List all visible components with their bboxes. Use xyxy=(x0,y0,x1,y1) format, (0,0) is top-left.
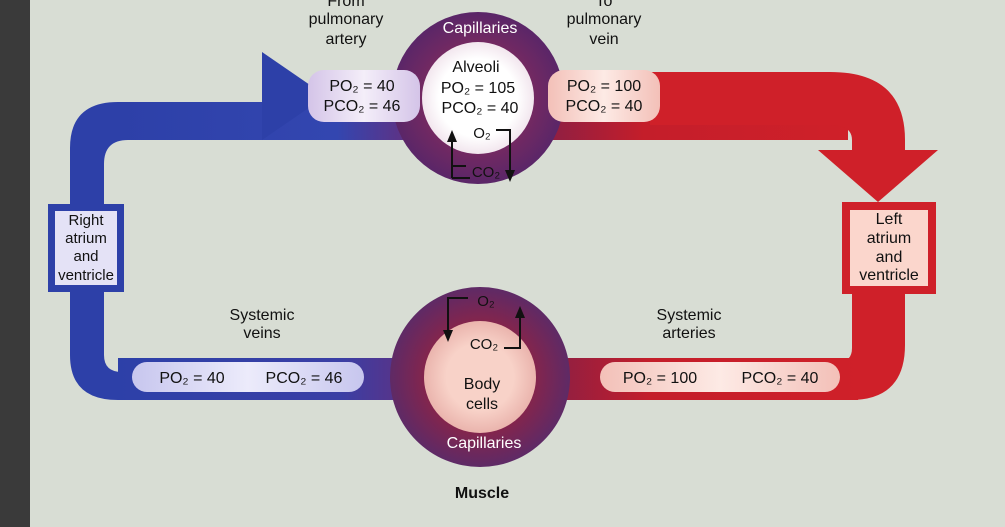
systemic-arteries-line2: arteries xyxy=(662,325,715,342)
body-co2-label: CO₂ xyxy=(470,336,499,353)
left-heart-line3: and xyxy=(876,249,903,266)
systemic-veins-line1: Systemic xyxy=(230,307,295,324)
lung-capillaries-label: Capillaries xyxy=(443,20,518,37)
alveoli-po2: PO₂ = 105 xyxy=(441,80,515,97)
pulmonary-vein-arrow xyxy=(650,72,938,202)
left-heart-line1: Left xyxy=(876,211,903,228)
pulmonary-vein-po2: PO₂ = 100 xyxy=(567,78,641,95)
tissue-label: Muscle xyxy=(455,485,509,502)
right-heart-line2: atrium xyxy=(65,230,107,247)
page-edge xyxy=(0,0,30,527)
left-heart-line2: atrium xyxy=(867,230,911,247)
systemic-arteries-pco2: PCO₂ = 40 xyxy=(742,370,819,387)
pulmonary-artery-po2: PO₂ = 40 xyxy=(329,78,394,95)
alveoli-pco2: PCO₂ = 40 xyxy=(442,100,519,117)
body-cells-line2: cells xyxy=(466,396,498,413)
to-label-line3: vein xyxy=(589,31,618,48)
left-heart-line4: ventricle xyxy=(859,267,919,284)
systemic-arteries-box xyxy=(600,362,840,392)
right-heart-line1: Right xyxy=(68,212,104,229)
pulmonary-vein-box xyxy=(548,70,660,122)
lung-co2-label: CO₂ xyxy=(472,164,501,181)
body-o2-in-arrowhead xyxy=(443,330,453,342)
systemic-veins-po2: PO₂ = 40 xyxy=(159,370,224,387)
to-label-line2: pulmonary xyxy=(567,11,642,28)
pulmonary-vein-pco2: PCO₂ = 40 xyxy=(566,98,643,115)
alveoli-cell xyxy=(422,42,534,154)
from-label-line2: pulmonary xyxy=(309,11,384,28)
pulmonary-artery-pco2: PCO₂ = 46 xyxy=(324,98,401,115)
body-capillaries-label: Capillaries xyxy=(447,435,522,452)
lung-co2-out-arrowhead xyxy=(505,170,515,182)
systemic-veins-line2: veins xyxy=(243,325,280,342)
lung-exchange-arrows xyxy=(451,129,511,179)
body-cells-line1: Body xyxy=(464,376,500,393)
lung-o2-label: O₂ xyxy=(473,125,491,142)
systemic-arteries-line1: Systemic xyxy=(657,307,722,324)
from-label-line3: artery xyxy=(326,31,367,48)
systemic-veins-box xyxy=(132,362,364,392)
body-o2-label: O₂ xyxy=(477,293,495,310)
right-heart-line3: and xyxy=(73,248,98,265)
right-heart-box xyxy=(55,211,117,285)
lung-o2-in-arrowhead xyxy=(447,130,457,142)
to-label-line1: To xyxy=(596,0,613,10)
left-heart-box xyxy=(850,210,928,286)
alveoli-label: Alveoli xyxy=(452,59,499,76)
systemic-arteries-po2: PO₂ = 100 xyxy=(623,370,697,387)
from-label-line1: From xyxy=(327,0,364,10)
pulmonary-artery-box xyxy=(308,70,420,122)
pulmonary-artery-arrow xyxy=(262,52,326,140)
right-heart-line4: ventricle xyxy=(58,267,114,284)
body-exchange-arrows xyxy=(447,297,521,349)
systemic-veins-pco2: PCO₂ = 46 xyxy=(266,370,343,387)
body-co2-out-arrowhead xyxy=(515,306,525,318)
